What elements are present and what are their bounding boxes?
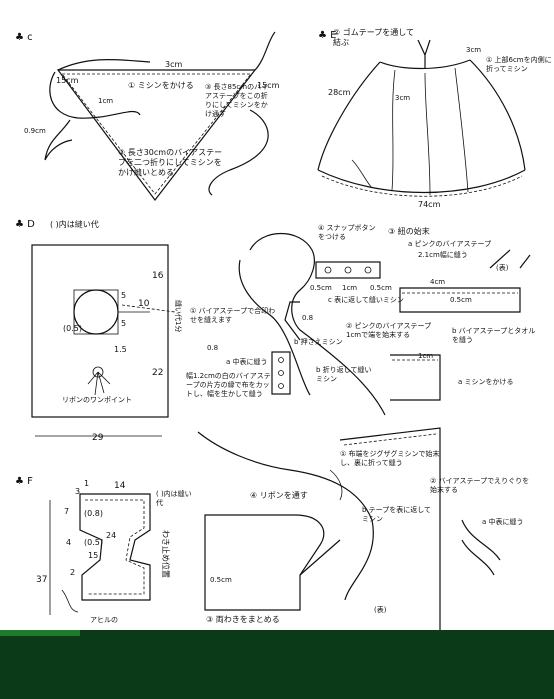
bag-b-fold: b 折り返して縫いミシン bbox=[316, 366, 372, 383]
bag-d-08b: 0.8 bbox=[207, 344, 218, 352]
skirt-dim-3cm-mid: 3cm bbox=[395, 94, 410, 102]
bodice-dim-3: 3 bbox=[75, 487, 80, 496]
tri-step3: ③ 長さ85cmのバイアステープをこの折りにしてミシンをかけ通す bbox=[205, 83, 269, 118]
strap-diagram bbox=[238, 232, 531, 416]
bodice-dim-05: (0.5) bbox=[84, 538, 103, 547]
pattern-piece-d bbox=[31, 244, 176, 437]
pattern-page: ♣ c 3cm 15cm 15cm 1cm 0.9cm ① ミシンをかける ② … bbox=[15, 28, 552, 630]
bag-step2: ② ピンクのバイアステープ 1cmで端を始末する bbox=[346, 322, 432, 339]
collar-diagram bbox=[197, 427, 501, 630]
marker-f: ♣ F bbox=[15, 476, 33, 487]
tri-dim-3cm: 3cm bbox=[165, 60, 182, 69]
tri-step2: ② 長さ30cmのバイアステープを二つ折りにしてミシンをかけ縫いとめる bbox=[118, 148, 223, 177]
gathered-skirt bbox=[317, 39, 526, 197]
bag-back: (表) bbox=[496, 263, 509, 272]
bodice-dim-7: 7 bbox=[64, 507, 69, 516]
collar-d-05: 0.5cm bbox=[210, 576, 232, 584]
bag-d-05c: 0.5cm bbox=[450, 296, 472, 304]
bodice-dim-08: (0.8) bbox=[84, 509, 103, 518]
bag-step4: ④ スナップボタンをつける bbox=[318, 224, 376, 241]
marker-d: ♣ D bbox=[15, 219, 35, 230]
tri-dim-15cm-left: 15cm bbox=[56, 76, 79, 85]
skirt-step2: ② ゴムテープを通して結ぶ bbox=[333, 28, 414, 47]
collar-a-middle: a 中表に縫う bbox=[482, 517, 524, 526]
bodice-side-pos: わき止め位置 bbox=[161, 530, 171, 578]
bag-step1: ① バイアステープで合印わせを縫えます bbox=[190, 307, 276, 324]
bodice-dim-1: 1 bbox=[84, 479, 89, 488]
collar-step3: ③ 両わきをまとめる bbox=[206, 615, 280, 624]
skirt-dim-3cm-top: 3cm bbox=[466, 46, 481, 54]
bag-a-machine: a ミシンをかける bbox=[458, 378, 514, 386]
bag-d-1cm-b: 1cm bbox=[418, 352, 433, 360]
footer-accent bbox=[0, 630, 80, 636]
bodice-note: ( )内は縫い代 bbox=[156, 490, 192, 507]
collar-step1: ① 布端をジグザグミシンで始末し、裏に折って縫う bbox=[340, 450, 440, 467]
bag-step3: ③ 紐の始末 bbox=[388, 226, 430, 236]
bag-d-05b: 0.5cm bbox=[370, 284, 392, 292]
pattern-note: ( )内は縫い代 bbox=[50, 219, 99, 229]
pattern-illustration: ♣ c 3cm 15cm 15cm 1cm 0.9cm ① ミシンをかける ② … bbox=[15, 28, 552, 630]
bag-a-pink: a ピンクのバイアステープ bbox=[408, 240, 491, 248]
bodice-pattern-f bbox=[49, 493, 151, 615]
bag-b-tape: b バイアステープとタオルを縫う bbox=[452, 327, 536, 344]
footer-band bbox=[0, 630, 554, 699]
tri-dim-15cm-right: 15cm bbox=[257, 81, 280, 90]
triangle-bandana bbox=[44, 31, 276, 201]
collar-step4: ④ リボンを通す bbox=[250, 490, 308, 500]
bodice-dim-14: 14 bbox=[114, 481, 126, 491]
bag-b-press: b 押さえミシン bbox=[294, 337, 343, 346]
pattern-dim-05: (0.5) bbox=[63, 324, 82, 333]
skirt-step1: ① 上部6cmを内側に折ってミシン bbox=[486, 56, 552, 73]
pattern-dim-5b: 5 bbox=[121, 319, 126, 328]
marker-e: ♣ E bbox=[318, 30, 336, 41]
pattern-dim-10: 10 bbox=[138, 299, 150, 309]
pattern-dim-29: 29 bbox=[92, 433, 104, 443]
pattern-dim-16: 16 bbox=[152, 271, 164, 281]
bag-white-tape: 幅1.2cmの白のバイアステープの片方の縁で布をカットし、幅を生かして縫う bbox=[186, 372, 271, 398]
collar-back: (表) bbox=[374, 605, 387, 614]
collar-step2: ② バイアステープでえりぐりを始末する bbox=[430, 477, 530, 494]
bag-d-05a: 0.5cm bbox=[310, 284, 332, 292]
bodice-heel: アヒルの bbox=[90, 616, 118, 624]
bodice-dim-37: 37 bbox=[36, 575, 47, 585]
bag-c-label: c 表に返して縫いミシン bbox=[328, 295, 404, 304]
skirt-dim-74cm: 74cm bbox=[418, 200, 441, 209]
tri-dim-09cm: 0.9cm bbox=[24, 127, 46, 135]
pattern-dim-5a: 5 bbox=[121, 291, 126, 300]
bodice-dim-24: 24 bbox=[106, 531, 116, 540]
bodice-dim-2: 2 bbox=[70, 568, 75, 577]
collar-b-tape: b テープを表に返してミシン bbox=[362, 506, 432, 523]
bodice-dim-4: 4 bbox=[66, 538, 71, 547]
tri-step1: ① ミシンをかける bbox=[128, 81, 194, 90]
pattern-ribbon: リボンのワンポイント bbox=[62, 396, 132, 404]
pattern-dim-22: 22 bbox=[152, 368, 163, 378]
bag-a-sub: 2.1cm幅に縫う bbox=[418, 250, 468, 259]
bodice-dim-15: 15 bbox=[88, 551, 98, 560]
bag-d-4cm: 4cm bbox=[430, 278, 445, 286]
tri-dim-1cm: 1cm bbox=[98, 97, 113, 105]
pattern-side-label: 縫い代1分 bbox=[174, 300, 183, 332]
bag-d-08a: 0.8 bbox=[302, 314, 313, 322]
pattern-dim-15: 1.5 bbox=[114, 345, 127, 354]
marker-c: ♣ c bbox=[15, 32, 33, 43]
bag-a-middle: a 中表に縫う bbox=[226, 357, 268, 366]
skirt-dim-28cm: 28cm bbox=[328, 88, 351, 97]
bag-d-1cm: 1cm bbox=[342, 284, 357, 292]
